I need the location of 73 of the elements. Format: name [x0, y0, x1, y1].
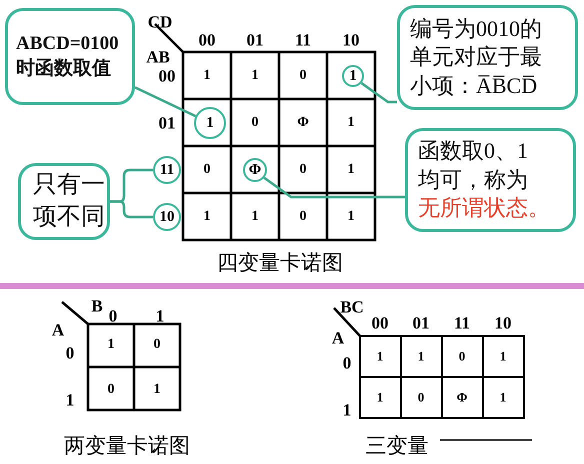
cell-value: 1 — [349, 68, 357, 84]
header-label: CD — [148, 14, 172, 30]
callout-text: ABCD=0100时函数取值 — [16, 32, 120, 80]
cell-value: 1 — [348, 116, 354, 130]
map-caption: 四变量卡诺图 — [217, 252, 343, 274]
leader-line — [360, 82, 397, 104]
callout-bubble — [18, 163, 110, 240]
header-label: A — [332, 330, 344, 346]
cell-value: 0 — [204, 163, 210, 177]
circle-marker — [194, 107, 226, 139]
cell-value: 1 — [348, 210, 354, 224]
header-label: 0 — [66, 344, 74, 362]
callout-text: 无所谓状态。 — [418, 194, 551, 222]
header-label: 00 — [158, 68, 176, 84]
header-label: 1 — [342, 402, 352, 418]
cell-value: 0 — [458, 350, 466, 362]
cell-value: 0 — [300, 69, 306, 83]
header-label: 10 — [342, 32, 360, 48]
cell-value: 1 — [204, 69, 210, 83]
cell-value: 1 — [252, 69, 258, 83]
cell-value: 1 — [500, 350, 506, 362]
cell-value: 1 — [376, 390, 384, 404]
circle-marker — [342, 65, 364, 87]
cell-value: 0 — [300, 163, 306, 177]
header-label: 01 — [246, 32, 264, 48]
leader-line — [134, 86, 196, 118]
cell-value: 0 — [252, 116, 258, 130]
header-label: 10 — [494, 314, 512, 332]
header-label: BC — [340, 298, 364, 316]
leader-line — [263, 176, 405, 198]
cell-value: 1 — [206, 114, 214, 132]
cell-value: 1 — [108, 338, 114, 352]
header-label: 0 — [342, 354, 352, 372]
header-label: 01 — [412, 314, 430, 332]
cell-value: 1 — [204, 210, 210, 224]
cell-value: 10 — [160, 208, 174, 226]
header-label: A — [52, 322, 64, 338]
header-label: 1 — [66, 392, 74, 408]
callout-text: 函数取0、1均可，称为 — [418, 137, 529, 194]
cell-value: 1 — [348, 163, 354, 177]
circle-marker — [153, 156, 181, 184]
circle-marker — [243, 158, 267, 182]
cell-value: 1 — [154, 383, 160, 397]
leader-line — [110, 200, 153, 218]
callout-bubble — [397, 5, 578, 110]
circle-marker — [153, 203, 181, 231]
header-label: 00 — [372, 314, 388, 332]
header-label: AB — [146, 48, 170, 66]
header-label: B — [91, 298, 103, 314]
cell-value: Φ — [248, 162, 262, 178]
callout-text: 编号为0010的单元对应于最小项：A̅B̅CD̅ — [410, 14, 543, 100]
cell-value: 0 — [300, 210, 306, 224]
cell-value: 0 — [154, 338, 160, 352]
callout-text: 只有一项不同 — [33, 171, 106, 232]
callout-bubble — [405, 128, 576, 232]
cell-value: 1 — [252, 210, 258, 224]
header-label: 0 — [108, 308, 118, 324]
header-label: 01 — [158, 114, 176, 132]
header-label: 1 — [156, 308, 164, 324]
cell-value: 0 — [108, 383, 114, 397]
cell-value: Φ — [297, 116, 309, 130]
map-caption: 三变量 — [366, 436, 428, 456]
cell-value: 0 — [418, 390, 424, 404]
cell-value: Φ — [456, 390, 468, 404]
cell-value: 11 — [160, 162, 174, 178]
header-label: 11 — [454, 314, 470, 332]
cell-value: 1 — [418, 350, 424, 362]
header-label: 11 — [294, 32, 312, 48]
cell-value: 1 — [376, 350, 384, 362]
map-caption: 两变量卡诺图 — [64, 436, 190, 456]
header-label: 00 — [198, 32, 216, 48]
cell-value: 1 — [500, 390, 506, 404]
callout-bubble — [5, 8, 135, 105]
